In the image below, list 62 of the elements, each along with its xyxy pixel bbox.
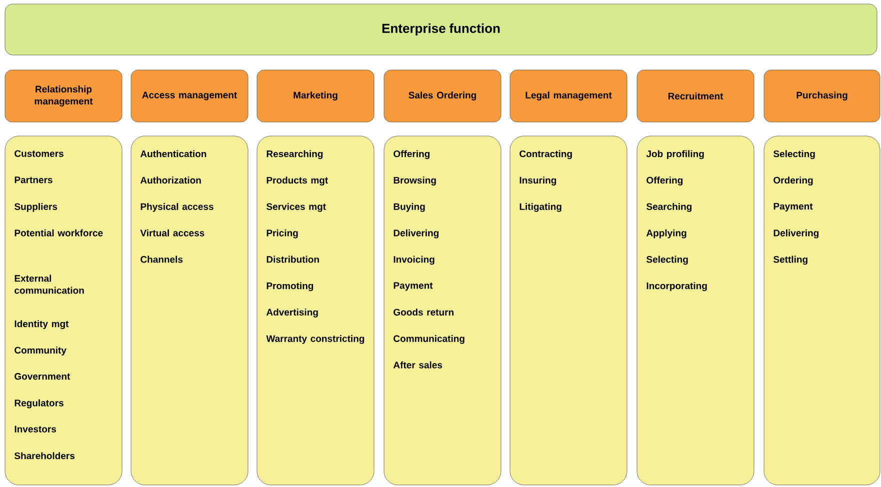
category-header: Access management (130, 70, 248, 122)
function-column (510, 136, 628, 486)
list-item: Payment (774, 203, 813, 212)
list-item: Pricing (266, 229, 298, 238)
list-item: Selecting (773, 150, 815, 160)
function-column (130, 136, 248, 486)
list-item: Delivering (774, 229, 818, 238)
list-item: Authorization (140, 176, 201, 184)
list-item: Litigating (520, 203, 562, 212)
list-item: After sales (393, 361, 442, 368)
category-header: Relationship management (4, 70, 122, 122)
list-item: Browsing (394, 176, 436, 186)
list-item: External communication (14, 274, 84, 294)
list-item: Payment (394, 282, 433, 291)
function-column (764, 136, 880, 486)
category-header: Purchasing (764, 70, 880, 122)
list-item: Goods return (394, 308, 454, 316)
list-item: Offering (646, 176, 683, 186)
list-item: Communicating (394, 335, 464, 344)
list-item: Potential workforce (14, 229, 103, 236)
list-item: Partners (14, 176, 52, 184)
list-item: Distribution (266, 256, 319, 263)
list-item: Invoicing (394, 256, 434, 265)
list-item: Physical access (140, 203, 214, 212)
list-item: Investors (14, 426, 56, 432)
list-item: Advertising (266, 308, 318, 318)
category-header: Legal management (510, 70, 628, 122)
list-item: Services mgt (266, 203, 326, 212)
list-item: Warranty constricting (266, 335, 364, 344)
list-item: Virtual access (140, 229, 204, 236)
list-item: Applying (646, 229, 686, 238)
list-item: Buying (394, 203, 425, 212)
function-column (256, 136, 374, 486)
function-column (384, 136, 502, 486)
list-item: Selecting (646, 256, 688, 265)
list-item: Products mgt (266, 176, 328, 186)
list-item: Insuring (520, 176, 556, 186)
list-item: Searching (646, 203, 692, 212)
list-item: Identity mgt (14, 320, 69, 330)
list-item: Ordering (774, 176, 813, 186)
function-column (636, 136, 754, 486)
list-item: Shareholders (14, 452, 75, 460)
list-item: Offering (394, 150, 430, 160)
list-item: Suppliers (14, 203, 58, 212)
list-item: Contracting (520, 150, 572, 160)
list-item: Customers (14, 150, 64, 157)
list-item: Incorporating (646, 282, 707, 292)
list-item: Researching (266, 150, 323, 160)
list-item: Settling (773, 256, 808, 265)
top-banner: Enterprise function (4, 4, 878, 56)
list-item: Community (14, 346, 66, 356)
list-item: Job profiling (646, 150, 704, 160)
category-header: Recruitment (636, 70, 754, 122)
list-item: Delivering (394, 229, 438, 238)
list-item: Regulators (14, 399, 64, 408)
function-column (4, 136, 122, 486)
list-item: Promoting (266, 282, 314, 292)
list-item: Government (14, 373, 70, 380)
list-item: Channels (140, 256, 183, 263)
list-item: Authentication (140, 150, 206, 158)
category-header: Sales Ordering (384, 70, 502, 122)
category-header: Marketing (256, 70, 374, 122)
